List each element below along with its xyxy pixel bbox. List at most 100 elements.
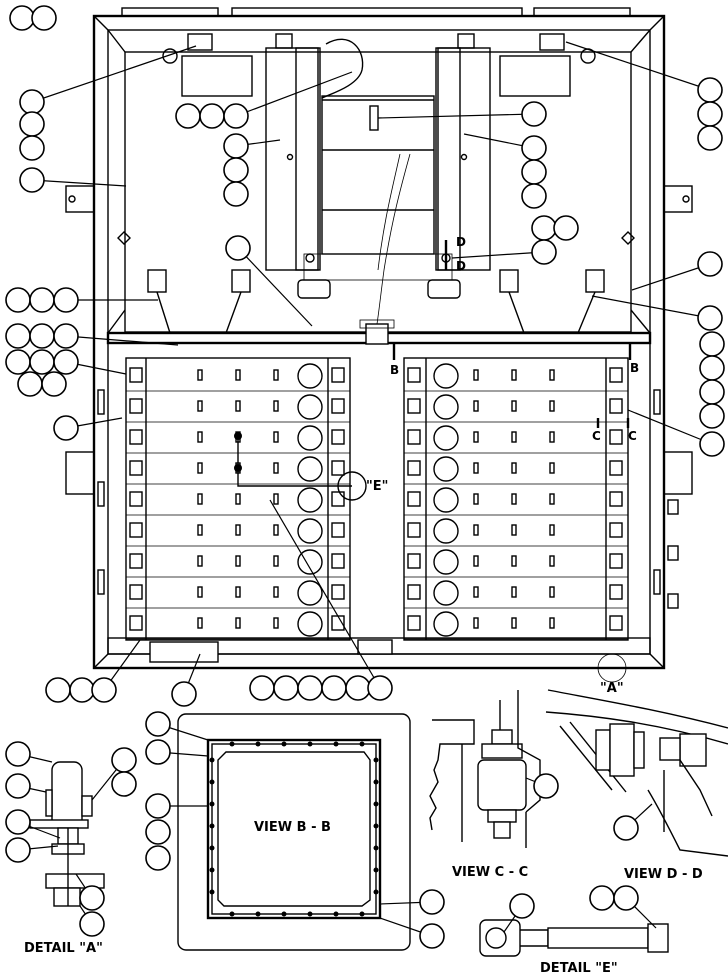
battery-terminal — [297, 456, 323, 482]
callout-bubble — [223, 181, 249, 207]
battery-vent-slot — [473, 431, 479, 443]
tray-clamp — [407, 398, 421, 414]
callout-bubble — [79, 911, 105, 937]
callout-leader — [591, 295, 711, 319]
bolt — [373, 845, 379, 851]
tray-clamp — [407, 460, 421, 476]
battery-vent-slot — [273, 369, 279, 381]
tray-clamp — [129, 429, 143, 445]
callout-bubble — [249, 675, 275, 701]
callout-bubble — [5, 809, 31, 835]
callout-leader — [237, 247, 313, 327]
callout-bubble — [5, 323, 31, 349]
callout-bubble — [29, 349, 55, 375]
tray-clamp — [129, 460, 143, 476]
section-c-left-label: C — [592, 429, 601, 443]
bolt — [209, 845, 215, 851]
tray-clamp — [609, 367, 623, 383]
battery-vent-slot — [273, 462, 279, 474]
tray-clamp — [331, 491, 345, 507]
callout-bubble — [521, 183, 547, 209]
battery-terminal — [297, 425, 323, 451]
bolt — [209, 889, 215, 895]
battery-vent-slot — [235, 493, 241, 505]
battery-vent-slot — [197, 493, 203, 505]
tray-clamp — [129, 522, 143, 538]
battery-terminal — [297, 518, 323, 544]
battery-vent-slot — [273, 431, 279, 443]
bolt — [373, 823, 379, 829]
battery-vent-slot — [273, 617, 279, 629]
callout-bubble — [321, 675, 347, 701]
detail-e-ref-label: "E" — [366, 479, 388, 494]
callout-bubble — [91, 677, 117, 703]
battery-rows — [126, 363, 628, 640]
battery-vent-slot — [235, 617, 241, 629]
battery-terminal — [433, 549, 459, 575]
battery-terminal — [297, 363, 323, 389]
callout-bubble — [613, 815, 639, 841]
bolt — [333, 741, 339, 747]
tray-clamp — [129, 367, 143, 383]
battery-vent-slot — [549, 524, 555, 536]
battery-vent-slot — [511, 493, 517, 505]
battery-vent-slot — [235, 555, 241, 567]
callout-bubble — [79, 885, 105, 911]
battery-vent-slot — [235, 400, 241, 412]
callout-bubble — [531, 239, 557, 265]
bolt — [373, 801, 379, 807]
battery-vent-slot — [235, 431, 241, 443]
bolt — [209, 779, 215, 785]
tray-clamp — [331, 367, 345, 383]
battery-vent-slot — [511, 400, 517, 412]
battery-vent-slot — [511, 462, 517, 474]
view-cc: VIEW C - C — [429, 690, 541, 880]
callout-leader — [269, 499, 381, 689]
callout-bubble — [171, 681, 197, 707]
battery-terminal — [433, 518, 459, 544]
callout-bubble — [223, 133, 249, 159]
section-b-right-label: B — [630, 361, 639, 375]
tray-clamp — [331, 398, 345, 414]
callout-bubble — [531, 215, 557, 241]
callout-leader — [631, 263, 711, 291]
callout-bubble — [553, 215, 579, 241]
callout-bubble — [29, 323, 55, 349]
battery-vent-slot — [549, 555, 555, 567]
bolt — [333, 911, 339, 917]
battery-vent-slot — [273, 493, 279, 505]
tray-clamp — [407, 615, 421, 631]
battery-vent-slot — [235, 369, 241, 381]
callout-bubble — [145, 711, 171, 737]
tray-clamp — [331, 460, 345, 476]
battery-vent-slot — [511, 586, 517, 598]
callout-bubble — [345, 675, 371, 701]
battery-vent-slot — [511, 617, 517, 629]
bolt — [281, 911, 287, 917]
tray-clamp — [129, 553, 143, 569]
bolt — [307, 741, 313, 747]
view-cc-title: VIEW C - C — [452, 865, 528, 880]
section-b-left-label: B — [390, 363, 399, 377]
bolt — [209, 757, 215, 763]
battery-vent-slot — [197, 617, 203, 629]
view-dd: VIEW D - D — [545, 689, 728, 882]
tray-clamp — [129, 615, 143, 631]
bolt — [373, 757, 379, 763]
tray-clamp — [129, 491, 143, 507]
tray-clamp — [609, 553, 623, 569]
callout-bubble — [111, 747, 137, 773]
callout-bubble — [613, 885, 639, 911]
tray-clamp — [407, 584, 421, 600]
battery-vent-slot — [511, 524, 517, 536]
callout-bubble — [145, 845, 171, 871]
battery-terminal — [297, 580, 323, 606]
battery-vent-slot — [549, 617, 555, 629]
tray-clamp — [331, 584, 345, 600]
callout-bubble — [225, 235, 251, 261]
tray-clamp — [407, 553, 421, 569]
callout-bubble — [223, 103, 249, 129]
tray-clamp — [129, 584, 143, 600]
view-dd-title: VIEW D - D — [624, 867, 703, 882]
battery-vent-slot — [235, 524, 241, 536]
